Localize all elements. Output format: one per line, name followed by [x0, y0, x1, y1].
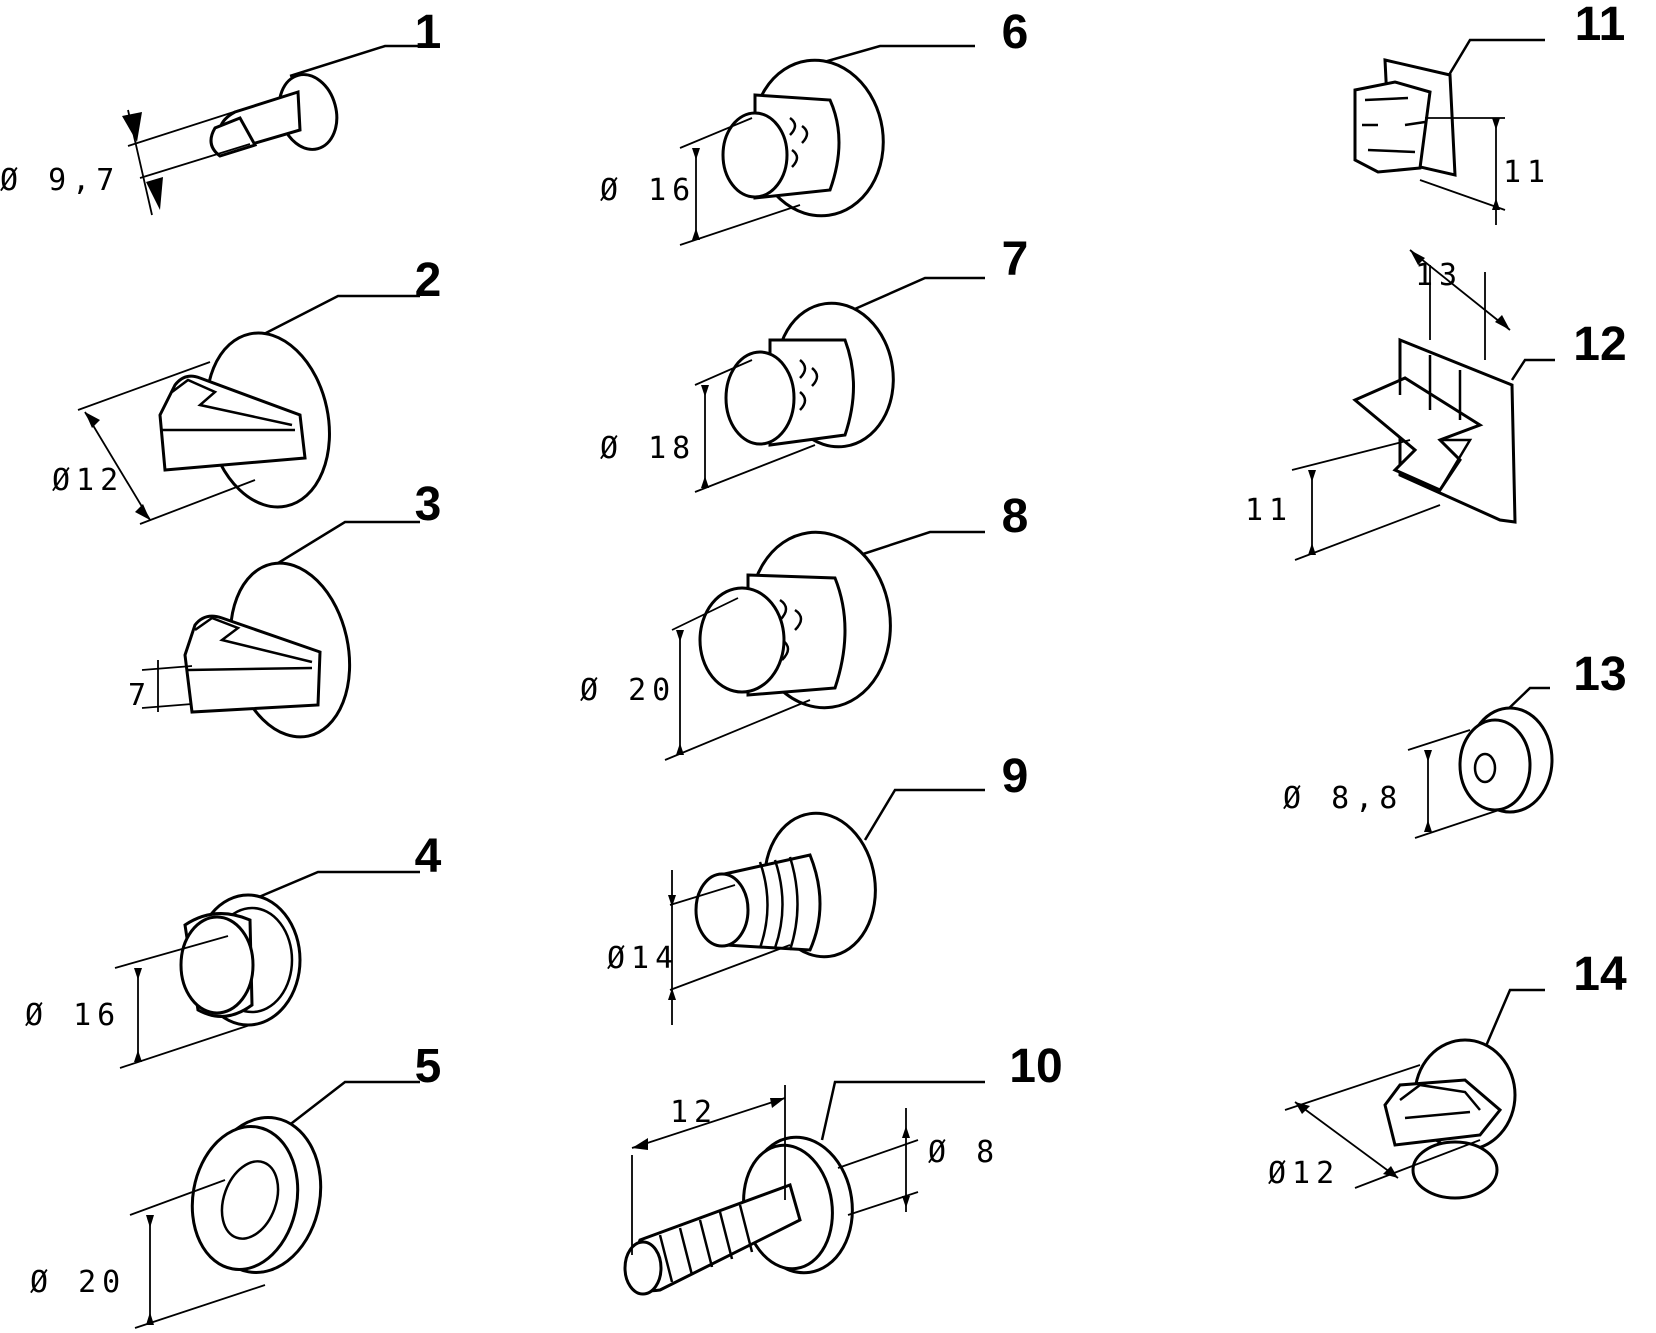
part-3-drawing	[141, 520, 420, 739]
part-4-drawing	[114, 870, 420, 1069]
part-8-label: 8	[1002, 490, 1029, 543]
part-7-label: 7	[1002, 233, 1029, 286]
part-14-dimension: Ø12	[1268, 1156, 1340, 1191]
part-12-width-dimension: 13	[1415, 258, 1463, 293]
part-11-drawing	[1353, 38, 1545, 225]
part-3-label: 3	[415, 478, 442, 531]
part-6-label: 6	[1002, 6, 1029, 59]
part-3-dimension: 7	[128, 678, 152, 713]
part-2-dimension: Ø12	[52, 463, 124, 498]
part-12-drawing	[1291, 249, 1555, 561]
part-9-dimension: Ø14	[607, 941, 679, 976]
part-5-label: 5	[415, 1040, 442, 1093]
part-14-drawing	[1284, 988, 1545, 1200]
part-1-drawing	[122, 44, 420, 216]
part-9-label: 9	[1002, 750, 1029, 803]
part-10-label: 10	[1009, 1040, 1062, 1093]
part-13-dimension: Ø 8,8	[1283, 781, 1403, 816]
part-6-dimension: Ø 16	[600, 173, 696, 208]
part-7-drawing	[694, 276, 985, 493]
part-12-label: 12	[1573, 318, 1626, 371]
part-7-dimension: Ø 18	[600, 431, 696, 466]
part-9-drawing	[668, 788, 985, 1025]
part-2-drawing	[77, 294, 420, 525]
part-11-dimension: 11	[1503, 155, 1551, 190]
part-13-label: 13	[1573, 648, 1626, 701]
part-10-dimension: Ø 8	[928, 1135, 1000, 1170]
part-5-drawing	[129, 1080, 420, 1329]
part-13-drawing	[1407, 686, 1554, 839]
part-4-label: 4	[415, 830, 442, 883]
part-11-label: 11	[1575, 0, 1626, 51]
part-14-label: 14	[1573, 948, 1627, 1001]
part-5-dimension: Ø 20	[30, 1265, 126, 1300]
part-4-dimension: Ø 16	[25, 998, 121, 1033]
part-12-dimension: 11	[1245, 493, 1293, 528]
part-10-drawing	[623, 1080, 985, 1296]
part-1-label: 1	[415, 6, 442, 59]
part-8-dimension: Ø 20	[580, 673, 676, 708]
part-8-drawing	[664, 530, 985, 761]
part-1-dimension: Ø 9,7	[0, 163, 120, 198]
part-6-drawing	[679, 44, 975, 246]
part-10-length-dimension: 12	[670, 1095, 718, 1130]
part-2-label: 2	[415, 254, 442, 307]
